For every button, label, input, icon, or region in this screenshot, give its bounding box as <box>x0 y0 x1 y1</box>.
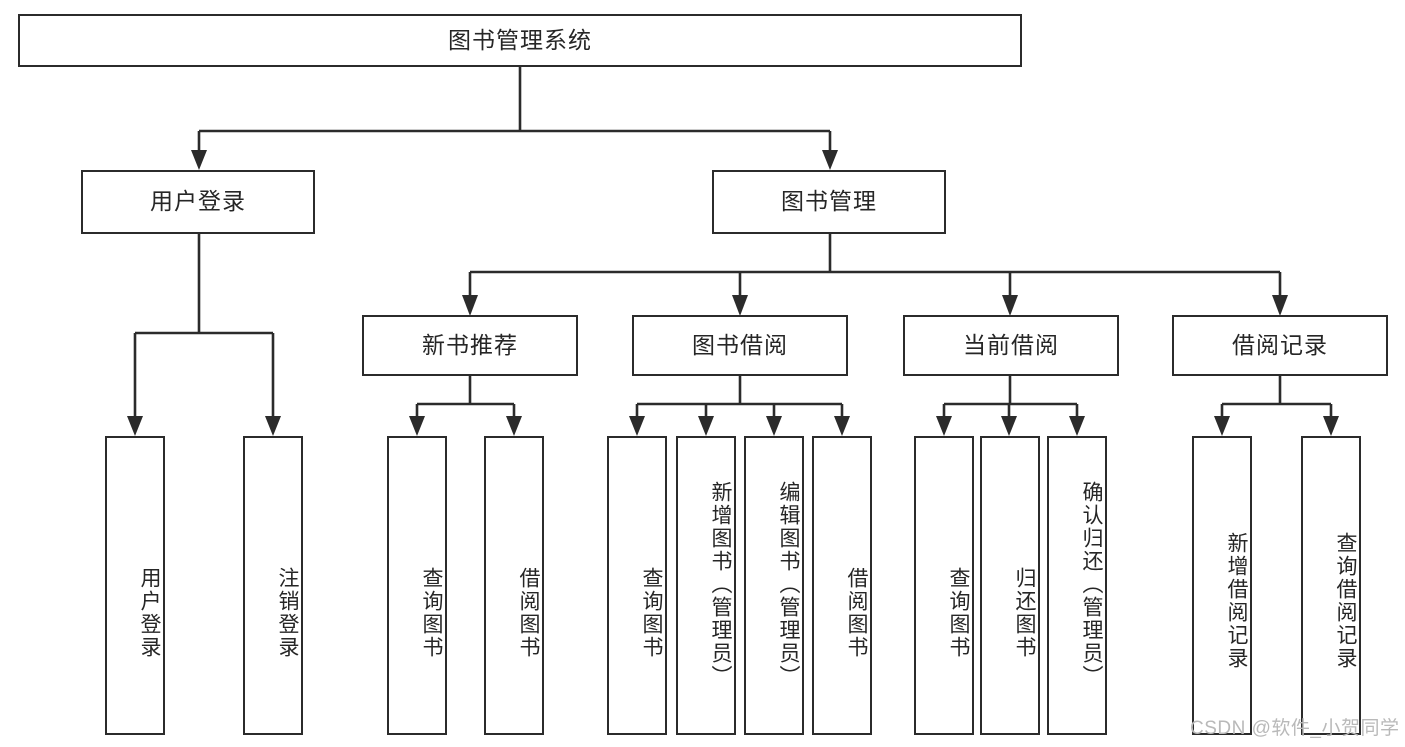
arrowhead-br-leaf2 <box>1323 416 1339 436</box>
node-book-management[interactable]: 图书管理 <box>712 170 946 234</box>
leaf-add-borrow-record[interactable]: 新增借阅记录 <box>1192 436 1252 735</box>
arrowhead-book-borrow <box>732 295 748 316</box>
leaf-add-book-admin[interactable]: 新增图书（管理员） <box>676 436 736 735</box>
leaf-query-borrow-record[interactable]: 查询借阅记录 <box>1301 436 1361 735</box>
leaf-user-login[interactable]: 用户登录 <box>105 436 165 735</box>
arrowhead-nb-leaf1 <box>409 416 425 436</box>
arrowhead-current-borrow <box>1002 295 1018 316</box>
leaf-query-book-current[interactable]: 查询图书 <box>914 436 974 735</box>
arrowhead-cb-leaf1 <box>936 416 952 436</box>
node-user-login[interactable]: 用户登录 <box>81 170 315 234</box>
arrowhead-nb-leaf2 <box>506 416 522 436</box>
watermark: CSDN @软件_小贺同学 <box>1190 718 1400 739</box>
arrowhead-leaf-logout <box>265 416 281 436</box>
node-current-borrow[interactable]: 当前借阅 <box>903 315 1119 376</box>
arrowhead-book-mgmt <box>822 150 838 170</box>
leaf-confirm-return-admin[interactable]: 确认归还（管理员） <box>1047 436 1107 735</box>
arrowhead-new-book <box>462 295 478 316</box>
arrowhead-cb-leaf3 <box>1069 416 1085 436</box>
node-root-system[interactable]: 图书管理系统 <box>18 14 1022 67</box>
arrowhead-bb-leaf2 <box>698 416 714 436</box>
leaf-query-book-new[interactable]: 查询图书 <box>387 436 447 735</box>
arrowhead-cb-leaf2 <box>1001 416 1017 436</box>
leaf-edit-book-admin[interactable]: 编辑图书（管理员） <box>744 436 804 735</box>
leaf-borrow-book-new[interactable]: 借阅图书 <box>484 436 544 735</box>
arrowhead-bb-leaf4 <box>834 416 850 436</box>
node-borrow-record[interactable]: 借阅记录 <box>1172 315 1388 376</box>
arrowhead-br-leaf1 <box>1214 416 1230 436</box>
arrowhead-bb-leaf1 <box>629 416 645 436</box>
arrowhead-user-login <box>191 150 207 170</box>
leaf-logout[interactable]: 注销登录 <box>243 436 303 735</box>
arrowhead-bb-leaf3 <box>766 416 782 436</box>
arrowhead-borrow-record <box>1272 295 1288 316</box>
leaf-query-book-borrow[interactable]: 查询图书 <box>607 436 667 735</box>
node-book-borrow[interactable]: 图书借阅 <box>632 315 848 376</box>
leaf-borrow-book[interactable]: 借阅图书 <box>812 436 872 735</box>
node-new-book-recommend[interactable]: 新书推荐 <box>362 315 578 376</box>
leaf-return-book[interactable]: 归还图书 <box>980 436 1040 735</box>
arrowhead-leaf-user-login <box>127 416 143 436</box>
